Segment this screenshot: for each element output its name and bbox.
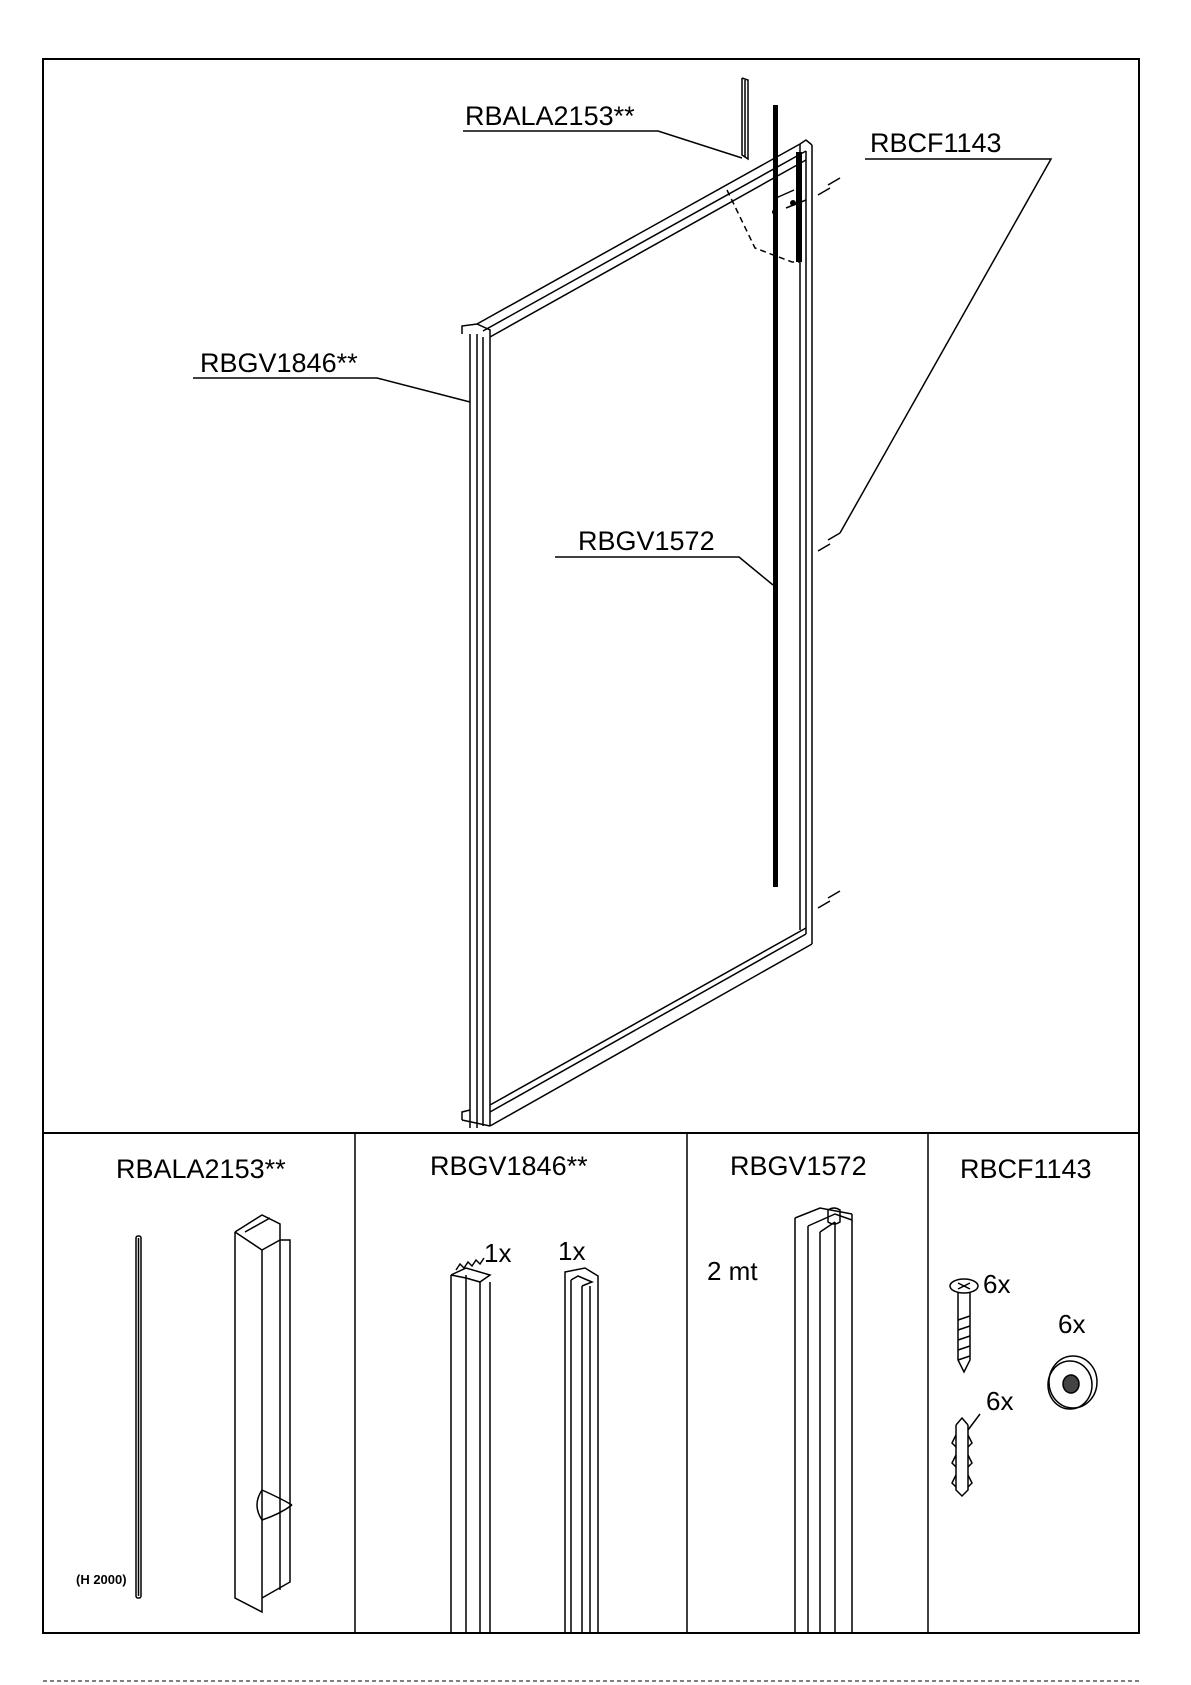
callout-rbgv1846: RBGV1846**	[200, 348, 358, 378]
leader-rbgv1846	[193, 378, 470, 402]
leader-rbgv1572	[555, 557, 773, 585]
rbgv1572-length: 2 mt	[707, 1256, 758, 1286]
rbcf-qty-screw: 6x	[983, 1269, 1010, 1299]
rbcf-qty-plug: 6x	[986, 1386, 1013, 1416]
part-title-rbgv1572: RBGV1572	[730, 1151, 867, 1181]
rbcf-qty-washer: 6x	[1058, 1309, 1085, 1339]
rbgv1846-qty-a: 1x	[484, 1238, 511, 1268]
rbala-thin-rod	[136, 1236, 141, 1598]
screw-icon	[950, 1279, 978, 1372]
leader-rbala	[463, 131, 742, 158]
rbala-wall-profile	[235, 1215, 292, 1612]
part-title-rbgv1846: RBGV1846**	[430, 1151, 588, 1181]
rbgv1846-profile-a	[451, 1258, 490, 1633]
rbgv1572-profile	[795, 1208, 852, 1633]
part-title-rbala: RBALA2153**	[116, 1154, 286, 1184]
washer-icon	[1048, 1356, 1097, 1409]
callout-rbcf: RBCF1143	[870, 128, 1002, 158]
wall-plug-icon	[952, 1414, 980, 1496]
part-title-rbcf1143: RBCF1143	[960, 1154, 1092, 1184]
callout-rbgv1572: RBGV1572	[578, 526, 715, 556]
seal-profiles	[772, 105, 802, 887]
rbgv1846-qty-b: 1x	[558, 1236, 585, 1266]
leader-rbcf	[840, 159, 1051, 533]
rbgv1846-profile-b	[565, 1268, 598, 1633]
callout-rbala: RBALA2153**	[465, 101, 635, 131]
shower-panel-drawing	[462, 78, 840, 1128]
rbala-height-note: (H 2000)	[76, 1572, 127, 1587]
